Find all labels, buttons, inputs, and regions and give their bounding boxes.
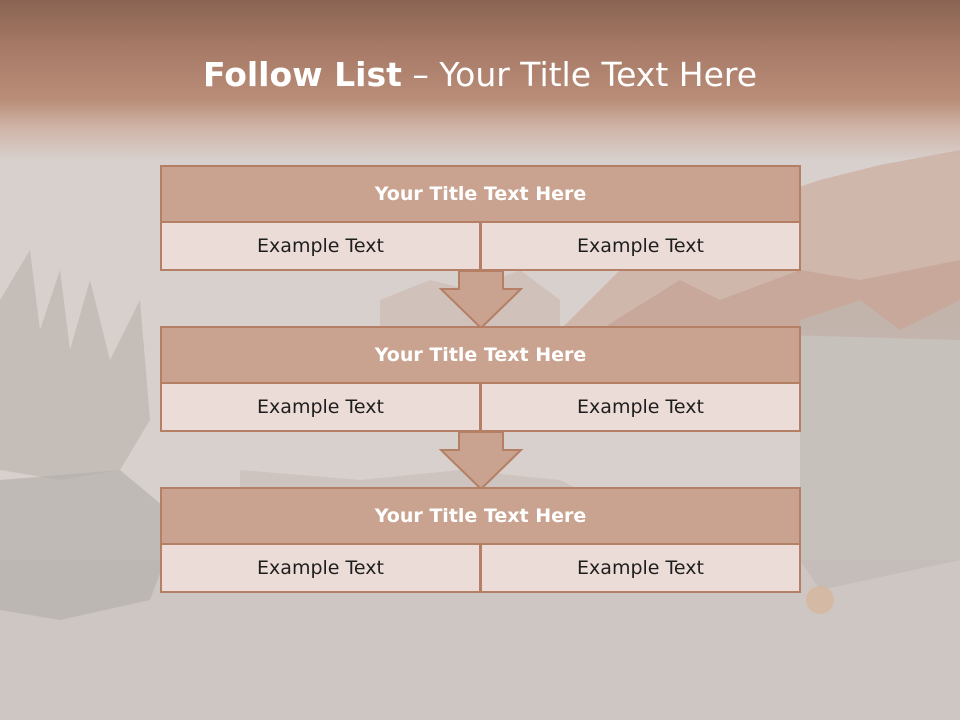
list-block-2: Your Title Text Here Example Text Exampl… [160, 326, 801, 432]
down-arrow-icon [438, 270, 524, 330]
block-cell-right: Example Text [480, 543, 801, 593]
block-title: Your Title Text Here [160, 326, 801, 384]
block-title: Your Title Text Here [160, 487, 801, 545]
list-block-1: Your Title Text Here Example Text Exampl… [160, 165, 801, 271]
block-cell-left: Example Text [160, 543, 481, 593]
slide-title-rest: – Your Title Text Here [401, 55, 758, 94]
block-cell-left: Example Text [160, 221, 481, 271]
slide-title-bold: Follow List [202, 55, 402, 94]
down-arrow-icon [438, 431, 524, 491]
block-cell-left: Example Text [160, 382, 481, 432]
header-band [0, 0, 960, 160]
block-cell-right: Example Text [480, 382, 801, 432]
block-title: Your Title Text Here [160, 165, 801, 223]
block-cell-right: Example Text [480, 221, 801, 271]
list-block-3: Your Title Text Here Example Text Exampl… [160, 487, 801, 593]
slide-title: Follow List – Your Title Text Here [0, 52, 960, 98]
